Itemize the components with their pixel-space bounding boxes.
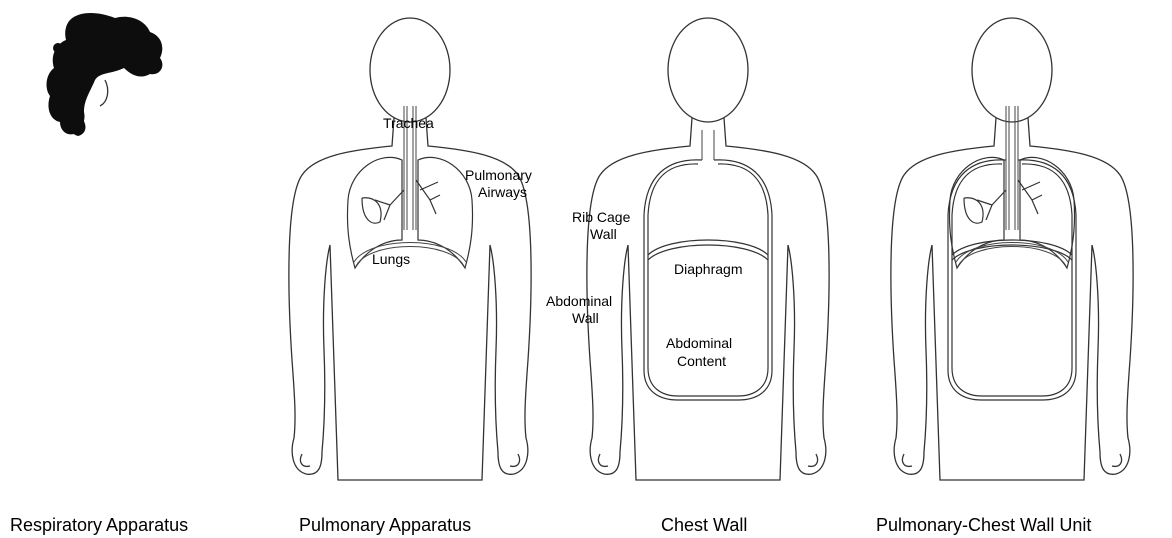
respiratory-apparatus-figure [47, 13, 163, 136]
label-abdominal-content-1: Abdominal [666, 335, 732, 351]
pulmonary-chest-wall-figure [891, 18, 1133, 480]
label-rib-cage-wall: Wall [590, 226, 617, 242]
label-diaphragm: Diaphragm [674, 261, 742, 277]
label-rib-cage: Rib Cage [572, 209, 631, 225]
label-abdominal-wall-2: Wall [572, 310, 599, 326]
label-trachea: Trachea [383, 115, 434, 131]
caption-pulmonary-apparatus: Pulmonary Apparatus [299, 515, 471, 535]
label-airways: Airways [478, 184, 527, 200]
label-abdominal-wall-1: Abdominal [546, 293, 612, 309]
chest-wall-figure [587, 18, 829, 480]
label-pulmonary: Pulmonary [465, 167, 532, 183]
label-abdominal-content-2: Content [677, 353, 726, 369]
caption-pulmonary-chest-wall-unit: Pulmonary-Chest Wall Unit [876, 515, 1091, 535]
label-lungs: Lungs [372, 251, 410, 267]
caption-chest-wall: Chest Wall [661, 515, 747, 535]
pulmonary-apparatus-figure [289, 18, 531, 480]
caption-respiratory-apparatus: Respiratory Apparatus [10, 515, 188, 535]
